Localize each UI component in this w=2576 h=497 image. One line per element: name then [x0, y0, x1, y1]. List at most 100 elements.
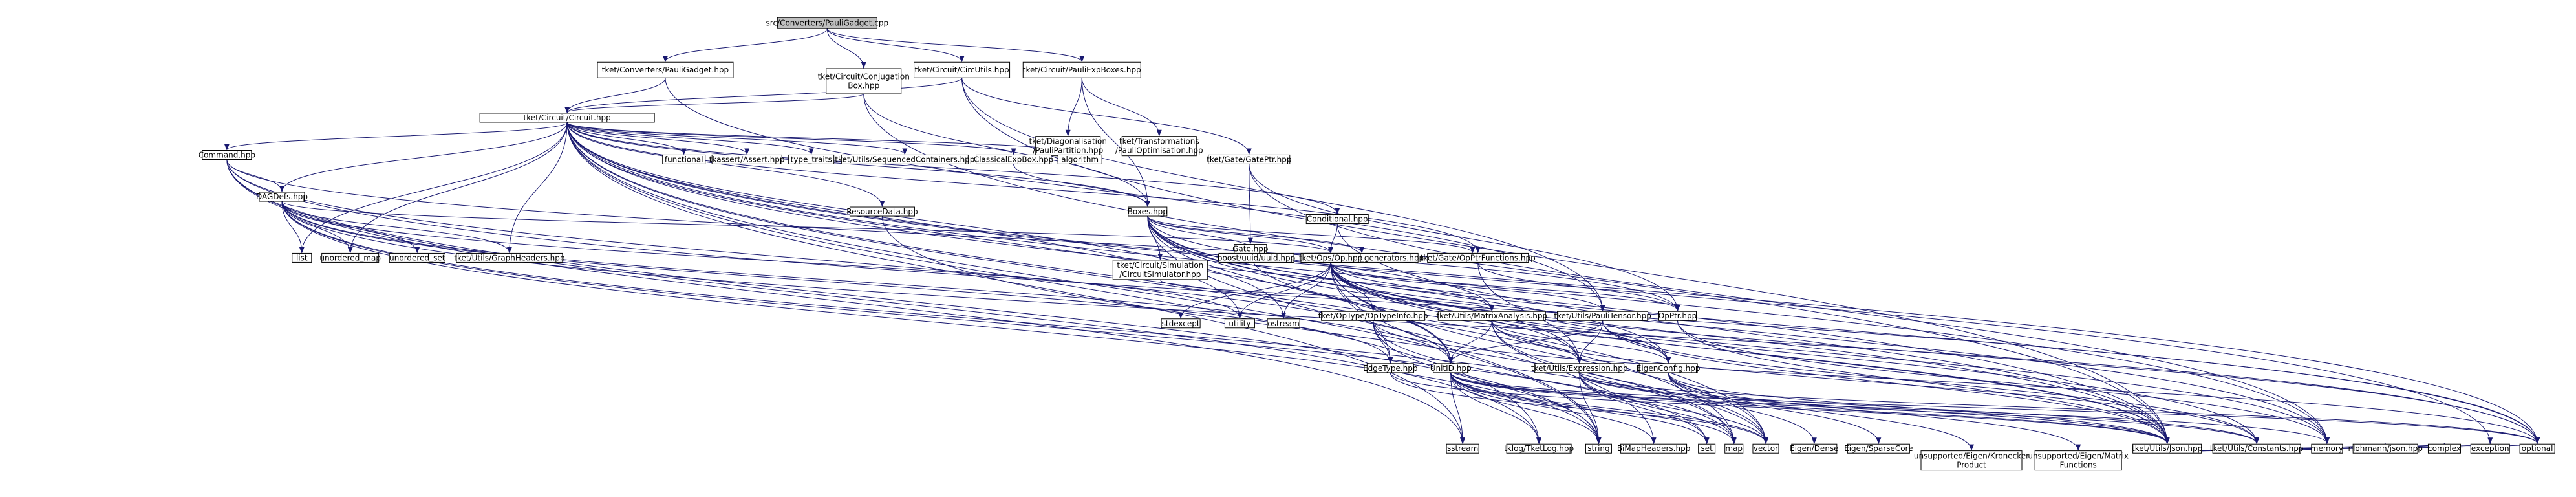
node-label-optypeinfo: tket/OpType/OpTypeInfo.hpp	[1318, 311, 1428, 320]
node-label-constants: tket/Utils/Constants.hpp	[2210, 444, 2304, 453]
node-exception[interactable]: exception	[2470, 443, 2510, 454]
edge-unitid-to-map	[1450, 372, 1737, 445]
node-gateptr[interactable]: tket/Gate/GatePtr.hpp	[1207, 154, 1291, 164]
edge-boxes-to-op	[1147, 215, 1333, 254]
node-unordered-map[interactable]: unordered_map	[319, 252, 381, 263]
node-box-tklog	[1506, 443, 1572, 454]
node-nlohmann[interactable]: nlohmann/json.hpp	[2348, 443, 2423, 454]
node-ostream[interactable]: ostream	[1267, 318, 1300, 329]
node-utility[interactable]: utility	[1224, 318, 1255, 329]
edge-circutils-to-paulitensor	[961, 78, 1605, 312]
node-command[interactable]: Command.hpp	[199, 150, 255, 160]
node-optional[interactable]: optional	[2519, 443, 2555, 454]
edge-dagdefs-to-edgetype	[281, 201, 1393, 364]
node-label-diag-pp-line1: tket/Diagonalisation	[1029, 137, 1106, 146]
node-opptrfn[interactable]: tket/Gate/OpPtrFunctions.hpp	[1421, 252, 1536, 263]
node-opptr[interactable]: OpPtr.hpp	[1658, 311, 1697, 321]
node-matrixanalysis[interactable]: tket/Utils/MatrixAnalysis.hpp	[1436, 311, 1547, 321]
node-json[interactable]: tket/Utils/Json.hpp	[2132, 443, 2202, 454]
edge-dagdefs-to-list	[281, 201, 305, 254]
node-memory[interactable]: memory	[2311, 443, 2343, 454]
node-stdexcept[interactable]: stdexcept	[1161, 318, 1201, 329]
edge-edgetype-to-json	[1390, 372, 2170, 445]
node-bimap[interactable]: BiMapHeaders.hpp	[1617, 443, 1691, 454]
node-label-unitid: UnitID.hpp	[1430, 364, 1472, 373]
node-eigen-dense[interactable]: Eigen/Dense	[1790, 443, 1839, 454]
node-uuid[interactable]: boost/uuid/uuid.hpp	[1218, 252, 1295, 263]
edge-circuit-to-ostream	[566, 122, 1287, 319]
edge-circuit-to-optional	[566, 122, 2540, 445]
node-classexp[interactable]: ClassicalExpBox.hpp	[974, 154, 1053, 164]
edge-boxes-to-json	[1147, 216, 2170, 445]
node-pauliexp[interactable]: tket/Circuit/PauliExpBoxes.hpp	[1022, 61, 1141, 78]
nodes-layer: src/Converters/PauliGadget.cpp tket/Conve…	[199, 17, 2555, 471]
node-eigenconfig[interactable]: EigenConfig.hpp	[1637, 363, 1701, 373]
node-label-command: Command.hpp	[199, 151, 255, 160]
node-expression[interactable]: tket/Utils/Expression.hpp	[1531, 363, 1628, 373]
edge-dagdefs-to-vector	[281, 201, 1768, 445]
node-edgetype[interactable]: EdgeType.hpp	[1363, 363, 1418, 373]
node-circutils[interactable]: tket/Circuit/CircUtils.hpp	[914, 61, 1011, 78]
node-seqcont[interactable]: tket/Utils/SequencedContainers.hpp	[835, 154, 974, 164]
node-diag-pp[interactable]: tket/Diagonalisation/PauliPartition.hpp	[1029, 136, 1107, 157]
node-box-diag-pp	[1035, 136, 1101, 157]
node-map[interactable]: map	[1724, 443, 1744, 454]
node-tkassert[interactable]: tkassert/Assert.hpp	[709, 154, 785, 164]
node-complex[interactable]: complex	[2427, 443, 2461, 454]
node-constants[interactable]: tket/Utils/Constants.hpp	[2210, 443, 2304, 454]
node-vector[interactable]: vector	[1752, 443, 1779, 454]
node-label-conj-box-line1: tket/Circuit/Conjugation	[818, 72, 910, 82]
edge-circsim-to-matrixanalysis	[1159, 279, 1495, 312]
edge-conv-pg-to-circuit	[564, 78, 666, 113]
node-gate[interactable]: Gate.hpp	[1232, 244, 1269, 254]
node-unordered-set[interactable]: unordered_set	[389, 252, 445, 263]
edge-unitid-to-memory	[1450, 372, 2330, 445]
node-set[interactable]: set	[1698, 443, 1716, 454]
node-graphheaders[interactable]: tket/Utils/GraphHeaders.hpp	[454, 252, 565, 263]
edge-expression-to-vector	[1579, 372, 1768, 445]
edge-eigenconfig-to-json	[1668, 372, 2170, 445]
node-conv-pg[interactable]: tket/Converters/PauliGadget.hpp	[597, 61, 734, 78]
edge-conj-box-to-circuit	[564, 93, 864, 113]
node-optypeinfo[interactable]: tket/OpType/OpTypeInfo.hpp	[1318, 311, 1428, 321]
node-type-traits[interactable]: type_traits	[788, 154, 835, 164]
edge-circuit-to-conditional	[566, 122, 1340, 215]
node-box-complex	[2427, 443, 2461, 454]
edge-op-to-stdexcept	[1178, 262, 1331, 319]
node-box-circsim	[1112, 260, 1208, 280]
node-algorithm[interactable]: algorithm	[1057, 154, 1102, 164]
node-trans-po[interactable]: tket/Transformations/PauliOptimisation.h…	[1115, 136, 1203, 157]
edge-command-to-string	[226, 159, 1602, 445]
node-root: src/Converters/PauliGadget.cpp	[766, 17, 888, 29]
node-conditional[interactable]: Conditional.hpp	[1305, 214, 1369, 225]
edge-expression-to-map	[1579, 372, 1737, 445]
node-tklog[interactable]: tklog/TketLog.hpp	[1504, 443, 1574, 454]
node-unitid[interactable]: UnitID.hpp	[1430, 363, 1472, 373]
node-sstream[interactable]: sstream	[1446, 443, 1479, 454]
node-box-stdexcept	[1161, 318, 1201, 329]
node-op[interactable]: tket/Ops/Op.hpp	[1299, 252, 1362, 263]
node-list[interactable]: list	[292, 252, 312, 263]
node-box-circuit	[479, 113, 655, 123]
node-label-bimap: BiMapHeaders.hpp	[1617, 444, 1691, 453]
node-boxes[interactable]: Boxes.hpp	[1128, 206, 1168, 217]
node-label-eigen-mfun-line1: unsupported/Eigen/Matrix	[2028, 452, 2129, 461]
node-functional[interactable]: functional	[662, 154, 706, 164]
edge-optypeinfo-to-map	[1373, 320, 1737, 445]
edge-paulitensor-to-constants	[1602, 320, 2260, 445]
node-string[interactable]: string	[1585, 443, 1612, 454]
node-box-type-traits	[788, 154, 835, 164]
node-dagdefs[interactable]: DAGDefs.hpp	[256, 192, 308, 202]
node-box-eigenconfig	[1638, 363, 1698, 373]
node-circuit[interactable]: tket/Circuit/Circuit.hpp	[479, 113, 655, 123]
node-paulitensor[interactable]: tket/Utils/PauliTensor.hpp	[1554, 311, 1651, 321]
node-resdata[interactable]: ResourceData.hpp	[846, 206, 918, 217]
edge-conditional-to-op	[1327, 223, 1338, 254]
node-circsim[interactable]: tket/Circuit/Simulation/CircuitSimulator…	[1112, 260, 1208, 280]
node-label-circutils: tket/Circuit/CircUtils.hpp	[915, 65, 1009, 74]
node-box-tkassert	[711, 154, 782, 164]
node-eigen-sparse[interactable]: Eigen/SparseCore	[1844, 443, 1913, 454]
